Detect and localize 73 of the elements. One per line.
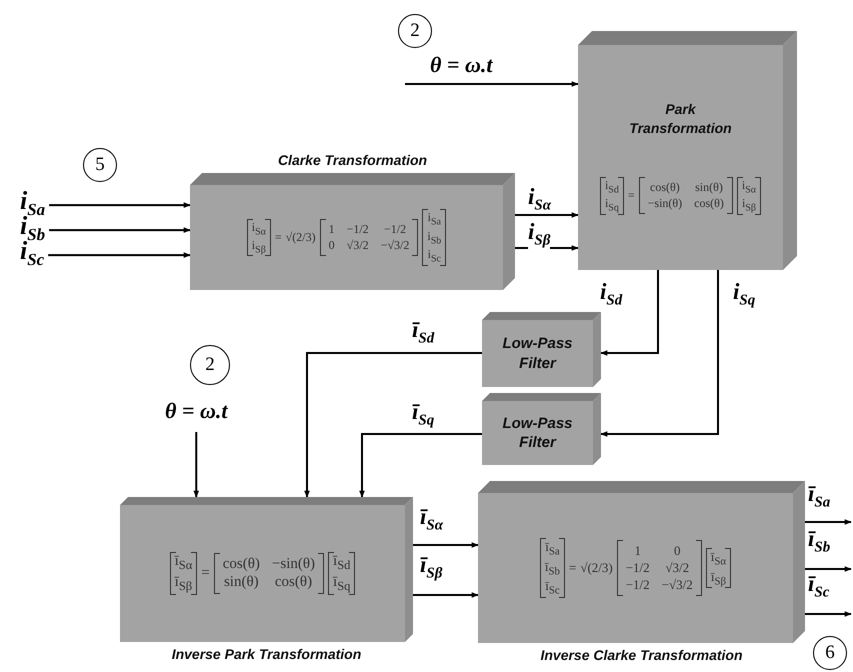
input-signal-label: θ = ω.t (430, 52, 492, 78)
arrow (600, 270, 719, 437)
arrow (48, 252, 191, 258)
equation-symbol: = (274, 230, 282, 245)
matrix-entry: i$_{Sβ}$ (742, 196, 756, 214)
equation-symbol: √(2/3) (580, 560, 613, 576)
arrow (304, 352, 482, 498)
matrix-entry: ī$_{Sa}$ (544, 539, 560, 558)
matrix-entry: 0 (328, 238, 335, 253)
block-title: Clarke Transformation (276, 151, 428, 170)
matrix-entry: −1/2 (382, 222, 408, 237)
matrix-entry: cos(θ) (694, 196, 724, 212)
matrix-entry: cos(θ) (274, 574, 314, 591)
matrix-entry: ī$_{Sb}$ (544, 558, 560, 578)
matrix-entry: ī$_{Sα}$ (710, 548, 726, 568)
matrix-entry: cos(θ) (222, 556, 260, 573)
matrix-entry: i$_{Sα}$ (252, 220, 266, 237)
block-title: Low-Pass Filter (501, 334, 574, 373)
matrix-entry: 1 (633, 543, 642, 559)
block-title: Inverse Clarke Transformation (539, 646, 744, 664)
matrix-entry: sin(θ) (222, 574, 260, 591)
arrow (359, 433, 482, 498)
matrix-entry: √3/2 (346, 238, 369, 253)
arrow (405, 81, 579, 87)
matrix-entry: −1/2 (626, 577, 650, 593)
edge-label: i$_{Sq}$ (733, 280, 756, 309)
matrix-entry: ī$_{Sβ}$ (174, 574, 192, 594)
arrow (515, 212, 579, 218)
arrow (413, 542, 479, 548)
block-title: Park Transformation (628, 100, 733, 137)
matrix-entry: ī$_{Sq}$ (333, 574, 350, 594)
arrow (193, 432, 200, 498)
arrow (413, 592, 479, 598)
matrix-entry: i$_{Sd}$ (604, 178, 619, 196)
matrix-entry: −1/2 (346, 222, 369, 237)
callout-number: 2 (398, 14, 432, 48)
edge-label: i$_{Sβ}$ (528, 220, 550, 249)
matrix-entry: −sin(θ) (648, 196, 682, 212)
arrow (805, 611, 852, 617)
equation-symbol: √(2/3) (286, 230, 316, 245)
matrix-entry: ī$_{Sd}$ (333, 553, 350, 573)
arrow (805, 519, 852, 525)
matrix-entry: ī$_{Sα}$ (174, 553, 192, 573)
matrix-entry: −sin(θ) (272, 556, 316, 573)
matrix-entry: −√3/2 (380, 238, 410, 253)
matrix-entry: i$_{Sα}$ (742, 178, 756, 196)
callout-number: 5 (83, 148, 117, 182)
matrix-entry: √3/2 (664, 560, 690, 576)
input-signal-label: θ = ω.t (165, 398, 228, 424)
block-title: Low-Pass Filter (501, 414, 574, 452)
matrix-entry: i$_{Sβ}$ (252, 238, 266, 256)
arrow (49, 202, 191, 208)
arrow (49, 227, 191, 233)
matrix-entry: i$_{Sb}$ (427, 228, 442, 246)
matrix-entry: −1/2 (626, 560, 650, 576)
callout-number: 6 (813, 636, 847, 670)
matrix-entry: 0 (672, 543, 682, 559)
matrix-entry: −√3/2 (662, 577, 693, 593)
matrix-entry: cos(θ) (649, 180, 681, 196)
matrix-entry: sin(θ) (694, 180, 724, 196)
matrix-entry: i$_{Sq}$ (604, 196, 619, 214)
callout-number: 2 (190, 345, 230, 385)
matrix-entry: 1 (328, 222, 335, 237)
matrix-entry: ī$_{Sc}$ (544, 578, 560, 597)
block-title: Inverse Park Transformation (170, 645, 362, 664)
arrow (805, 566, 852, 572)
matrix-entry: i$_{Sc}$ (427, 247, 442, 265)
equation-symbol: = (628, 188, 635, 204)
equation-symbol: = (201, 565, 210, 582)
matrix-entry: i$_{Sa}$ (427, 210, 442, 228)
arrow (600, 270, 659, 356)
equation-symbol: = (568, 560, 576, 576)
matrix-entry: ī$_{Sβ}$ (710, 568, 726, 588)
